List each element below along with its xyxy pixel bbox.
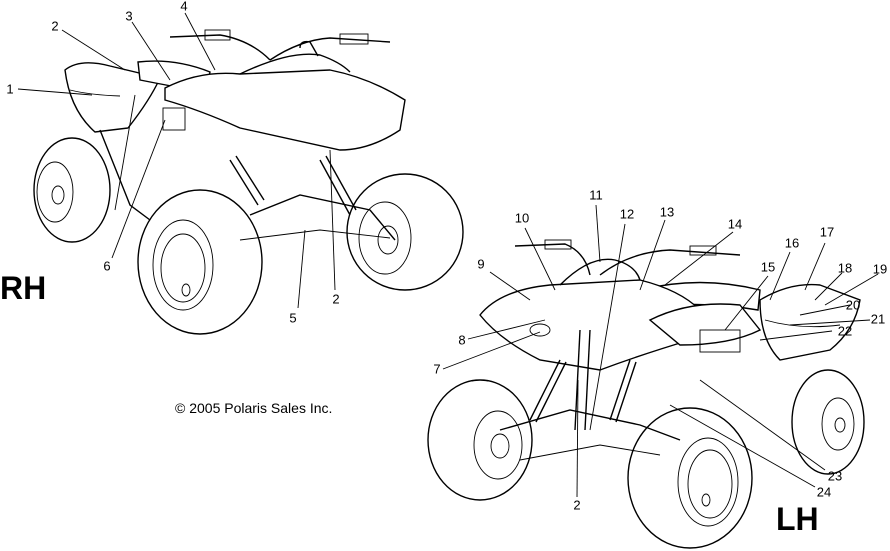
callout-24: 24	[816, 484, 832, 500]
callout-2b: 2	[332, 291, 340, 307]
rh-right-wheel	[346, 173, 464, 291]
copyright-notice: © 2005 Polaris Sales Inc.	[175, 400, 333, 416]
lh-rear-wheel	[791, 369, 865, 475]
rh-front-body	[164, 69, 406, 151]
callout-14: 14	[727, 216, 743, 232]
rh-front-wheel	[137, 189, 263, 335]
leader-lines	[17, 12, 879, 498]
callout-8: 8	[458, 332, 466, 348]
callout-12: 12	[619, 206, 635, 222]
callout-9: 9	[477, 256, 485, 272]
callout-22: 22	[837, 323, 853, 339]
callout-5: 5	[289, 310, 297, 326]
atv-lh-drawing	[427, 239, 865, 549]
callout-16: 16	[784, 235, 800, 251]
callout-19: 19	[872, 261, 888, 277]
callout-2: 2	[51, 18, 59, 34]
callout-13: 13	[659, 204, 675, 220]
lh-decal	[699, 329, 741, 353]
rh-rear-wheel	[33, 137, 111, 243]
callout-15: 15	[760, 259, 776, 275]
callout-20: 20	[845, 297, 861, 313]
callout-11: 11	[589, 187, 603, 203]
lh-left-wheel	[427, 379, 533, 501]
callout-18: 18	[837, 260, 853, 276]
lh-front-wheel	[627, 407, 753, 549]
callout-3: 3	[125, 8, 133, 24]
side-label-lh: LH	[776, 501, 819, 537]
callout-7: 7	[433, 361, 441, 377]
atv-rh-drawing	[33, 29, 464, 335]
callout-2c: 2	[573, 497, 581, 513]
side-label-rh: RH	[0, 270, 47, 306]
callout-23: 23	[827, 468, 843, 484]
callout-21: 21	[870, 311, 886, 327]
callout-6: 6	[103, 258, 111, 274]
callout-4: 4	[180, 0, 188, 14]
rh-decal	[162, 107, 186, 131]
callout-10: 10	[514, 210, 530, 226]
callout-1: 1	[6, 81, 14, 97]
callout-17: 17	[819, 224, 835, 240]
